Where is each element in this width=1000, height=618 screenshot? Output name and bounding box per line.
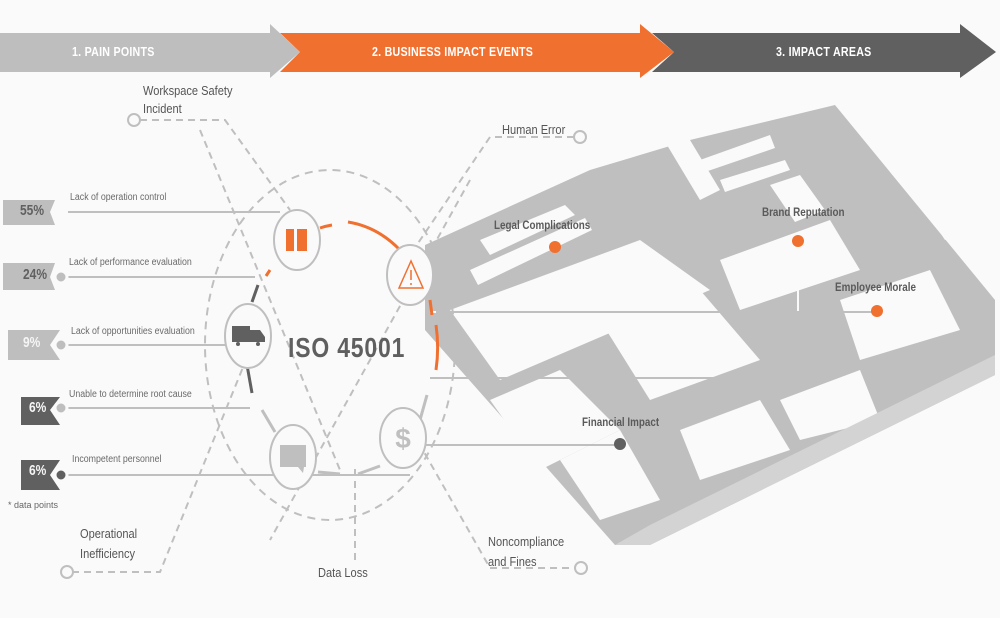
- impact-markers: [549, 235, 883, 450]
- banner-step-1: [0, 24, 300, 78]
- banner-step-3-label: 3. IMPACT AREAS: [776, 44, 872, 59]
- pain-point-lines: [68, 211, 878, 476]
- impact-area-financial: Financial Impact: [582, 415, 660, 429]
- pain-point-percent: 24%: [23, 266, 48, 283]
- pain-point-percent: 6%: [29, 399, 47, 416]
- pain-point-label: Lack of operation control: [70, 192, 167, 203]
- event-noncompliance-line1: Noncompliance: [488, 534, 565, 549]
- pain-point-percent: 6%: [29, 462, 47, 479]
- marker-brand[interactable]: [792, 235, 804, 247]
- marker-financial[interactable]: [614, 438, 626, 450]
- event-noncompliance-line2: and Fines: [488, 554, 537, 569]
- pain-point-percent: 9%: [23, 334, 41, 351]
- event-data-loss: Data Loss: [318, 565, 368, 580]
- svg-text:$: $: [395, 423, 411, 454]
- footnote: * data points: [8, 500, 59, 510]
- banner-step-2: [280, 24, 674, 78]
- dashed-connectors: [72, 119, 581, 573]
- impact-area-brand: Brand Reputation: [762, 205, 845, 219]
- marker-employee[interactable]: [871, 305, 883, 317]
- event-human-error: Human Error: [502, 122, 566, 137]
- impact-area-legal: Legal Complications: [494, 218, 591, 232]
- pain-point-label: Unable to determine root cause: [69, 389, 192, 400]
- impact-area-employee: Employee Morale: [835, 280, 916, 294]
- process-banner: [0, 24, 996, 78]
- pain-point-percent: 55%: [20, 202, 45, 219]
- pain-point-tags: [3, 200, 69, 490]
- event-operational-line2: Inefficiency: [80, 546, 136, 561]
- icon-dollar: $: [379, 407, 427, 469]
- icon-warning: [386, 244, 434, 306]
- event-operational-line1: Operational: [80, 526, 138, 541]
- banner-step-3: [652, 24, 996, 78]
- event-workspace-safety-line1: Workspace Safety: [143, 83, 233, 98]
- banner-step-2-label: 2. BUSINESS IMPACT EVENTS: [372, 44, 534, 59]
- connector-endpoints: [60, 113, 588, 579]
- pain-point-label: Lack of performance evaluation: [69, 257, 192, 268]
- icon-truck: [224, 303, 272, 369]
- pain-point-label: Incompetent personnel: [72, 454, 162, 465]
- inner-ring: [245, 220, 440, 476]
- outer-dashed-ring: [204, 169, 456, 521]
- pain-point-label: Lack of opportunities evaluation: [71, 326, 195, 337]
- center-title: ISO 45001: [288, 332, 406, 363]
- banner-step-1-label: 1. PAIN POINTS: [72, 44, 155, 59]
- icon-workspace-safety: [273, 209, 321, 271]
- building-map: [425, 90, 995, 545]
- marker-legal[interactable]: [549, 241, 561, 253]
- icon-chat: [269, 424, 317, 490]
- event-workspace-safety-line2: Incident: [143, 101, 182, 116]
